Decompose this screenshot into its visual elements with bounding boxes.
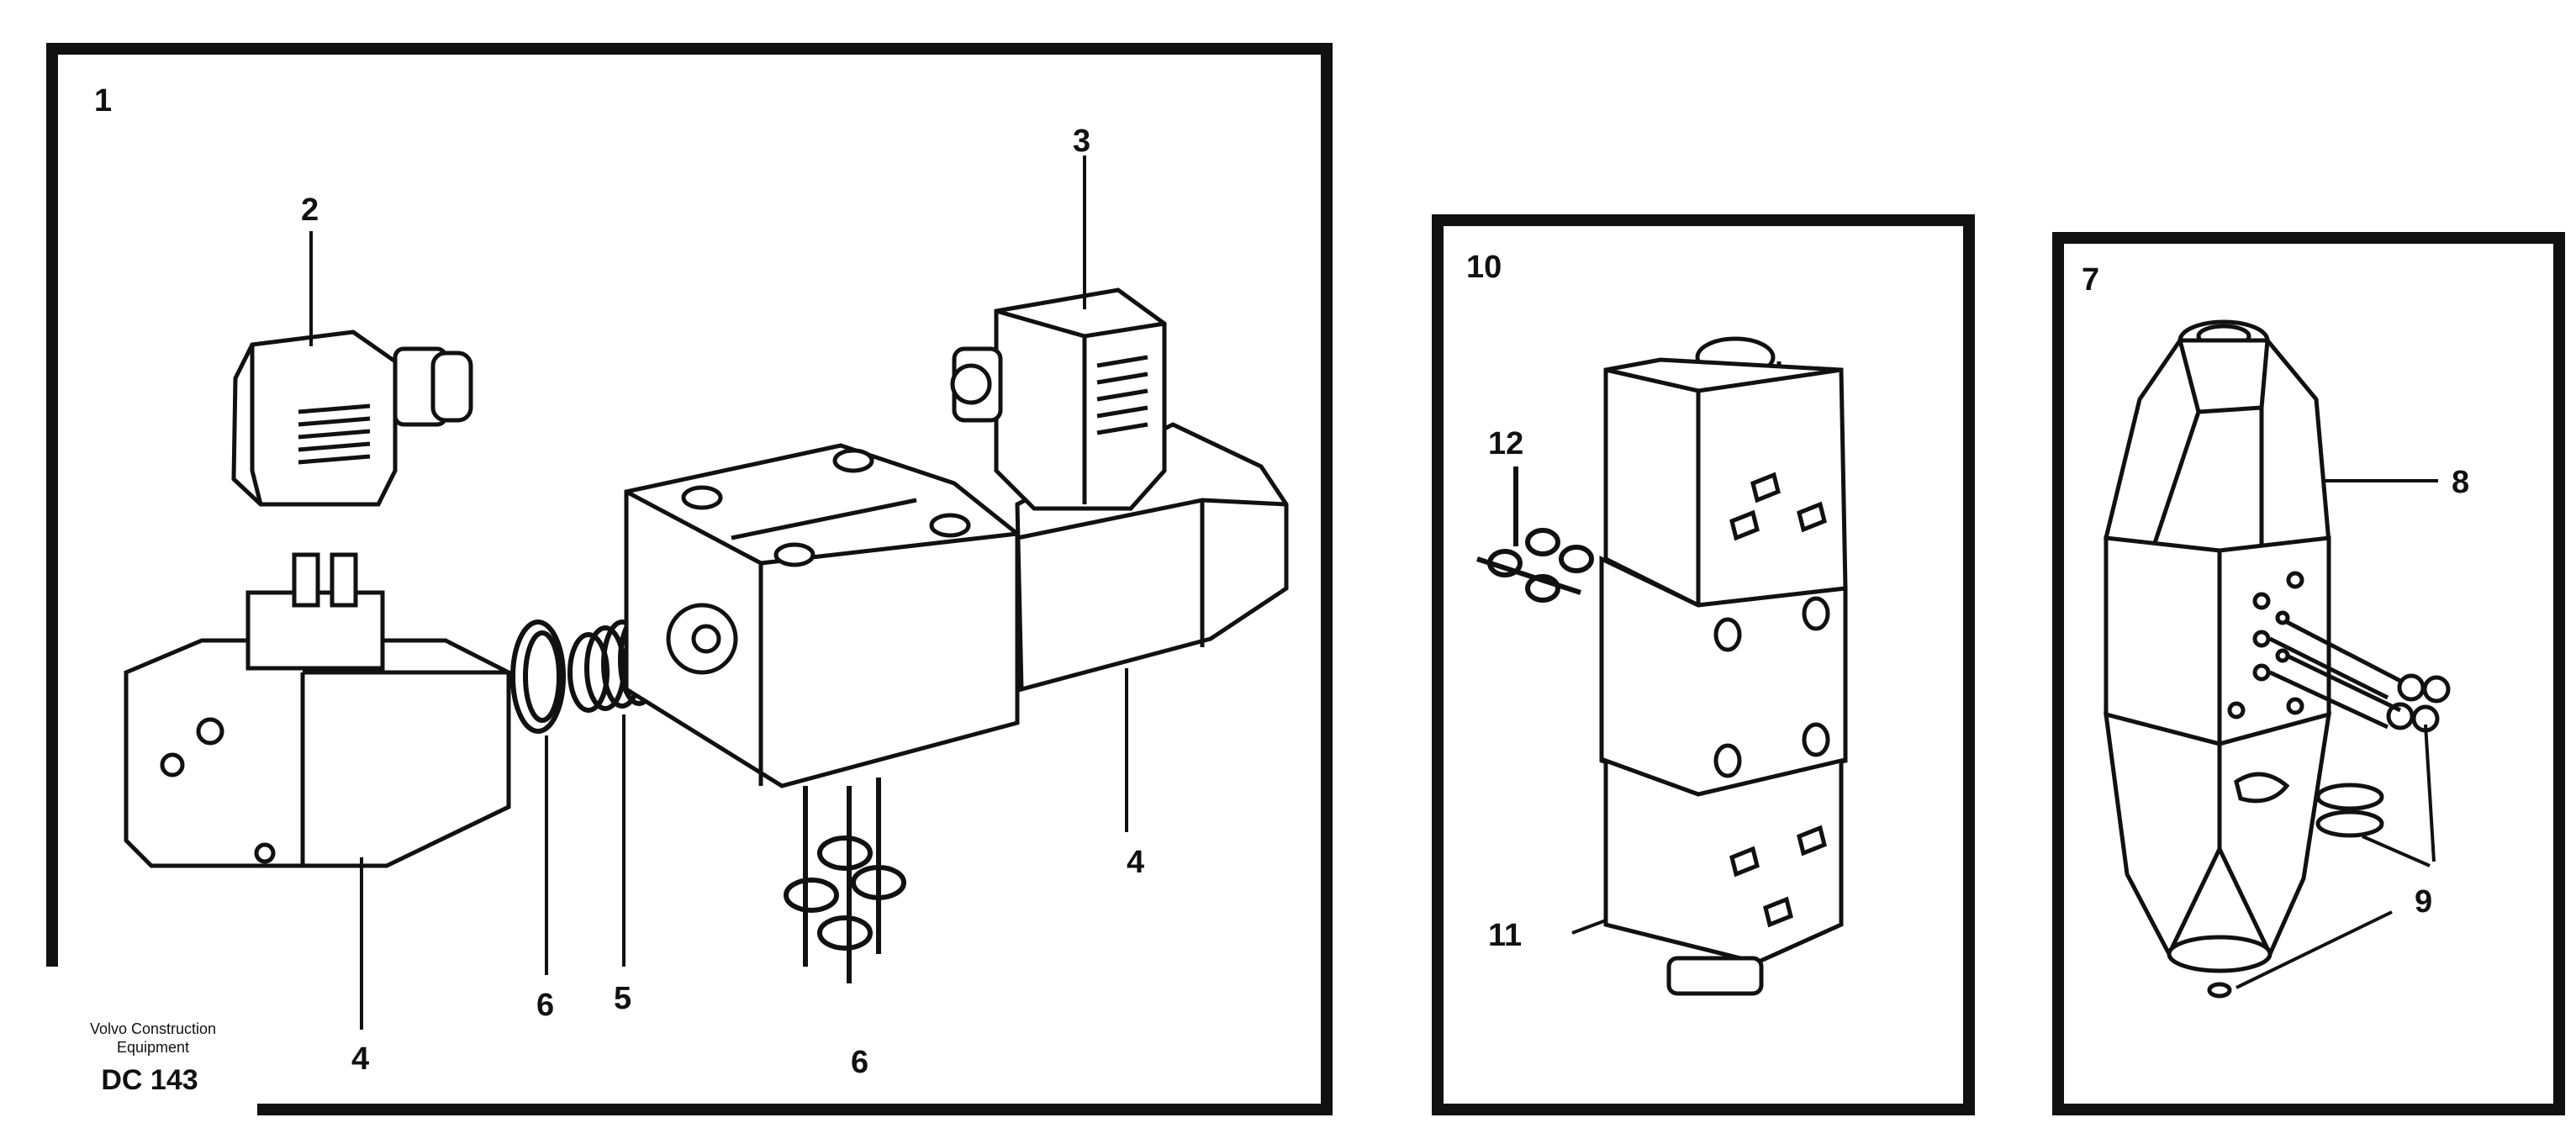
callout-7: 7	[2082, 262, 2099, 298]
callout-9: 9	[2415, 884, 2432, 920]
leader-lines-panel-1	[309, 155, 1128, 1030]
callout-6-bottom: 6	[851, 1045, 868, 1080]
credit-line-2: Equipment	[117, 1039, 189, 1056]
panel-10-valve: 10 11 12	[1432, 214, 1975, 1115]
callouts-panel-1: 1 2 3 4 4 5 6 6	[94, 83, 1144, 1080]
solenoid-coil-left	[124, 552, 511, 868]
callout-11: 11	[1488, 918, 1522, 953]
callout-8: 8	[2452, 465, 2469, 500]
callout-12: 12	[1488, 426, 1523, 461]
drawing-code: DC 143	[101, 1064, 198, 1096]
panel-1-solenoid-valve-assembly: 1 2 3 4 4 5 6 6 Volvo Construction Equip…	[46, 43, 1333, 1115]
callout-1: 1	[94, 83, 112, 119]
callout-6-left: 6	[536, 988, 554, 1023]
seal-rings-12	[1476, 466, 1594, 603]
valve-block	[624, 443, 1020, 788]
callout-3: 3	[1073, 124, 1090, 159]
callout-5: 5	[614, 981, 631, 1016]
callout-4-right: 4	[1127, 845, 1144, 880]
panel-7-frame	[2052, 232, 2565, 1115]
o-rings-bottom	[784, 777, 906, 983]
o-ring-left	[510, 619, 566, 734]
callout-4-left: 4	[351, 1041, 369, 1077]
callout-2: 2	[301, 192, 319, 228]
valve-body-10	[1599, 336, 1848, 996]
publisher-credit: Volvo Construction Equipment DC 143	[90, 1020, 216, 1096]
leader-lines-panel-7	[2236, 479, 2438, 989]
connector-plug-right	[950, 287, 1167, 511]
panel-1-frame	[46, 43, 1333, 1115]
leader-lines-panel-10	[1571, 919, 1607, 935]
credit-line-1: Volvo Construction	[90, 1020, 216, 1037]
panel-10-frame	[1432, 214, 1975, 1115]
callout-10: 10	[1466, 250, 1502, 285]
valve-body-7	[2103, 319, 2332, 973]
connector-plug-left	[231, 329, 473, 507]
panel-7-valve: 7 8 9	[2052, 232, 2565, 1115]
